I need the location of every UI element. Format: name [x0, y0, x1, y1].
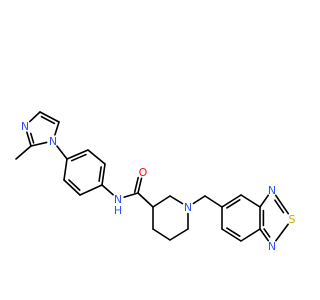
- bond-line: [137, 192, 154, 208]
- bond-line: [39, 111, 60, 123]
- double-bond: [66, 149, 89, 162]
- atom-label-o: O: [139, 166, 148, 179]
- atom-label-tn1: N: [268, 240, 276, 253]
- bond-line: [204, 195, 223, 208]
- bond-line: [101, 163, 106, 186]
- double-bond: [221, 227, 242, 242]
- single-bond: [137, 192, 154, 208]
- single-bond: [63, 158, 68, 181]
- single-bond: [30, 141, 48, 147]
- bond-line: [63, 158, 68, 181]
- bond-line: [28, 111, 41, 123]
- atom-hydrogen-label: H: [114, 204, 122, 217]
- bond-line: [15, 145, 32, 160]
- bond-line: [221, 194, 242, 208]
- single-bond: [169, 228, 189, 241]
- single-bond: [79, 184, 103, 196]
- bond-line: [30, 141, 48, 147]
- double-bond: [133, 176, 143, 194]
- bond-line: [240, 194, 261, 208]
- bond-line-secondary: [274, 199, 285, 214]
- atom-label-nh: N: [114, 193, 122, 206]
- bond-line-secondary: [40, 115, 56, 125]
- atom-label-in3: N: [21, 120, 29, 133]
- double-bond: [221, 194, 242, 209]
- single-bond: [28, 111, 41, 123]
- double-bond: [274, 194, 290, 215]
- bond-line-secondary: [68, 179, 81, 191]
- double-bond: [39, 111, 60, 125]
- bond-line: [66, 149, 89, 160]
- single-bond: [123, 192, 139, 198]
- bond-line: [274, 194, 290, 215]
- bond-line-secondary: [98, 166, 102, 182]
- single-bond: [56, 145, 68, 160]
- single-bond: [192, 195, 206, 205]
- single-bond: [152, 228, 171, 241]
- bond-line: [152, 228, 171, 241]
- single-bond: [152, 195, 171, 208]
- bond-line: [259, 194, 270, 208]
- single-bond: [101, 184, 114, 196]
- single-bond: [169, 195, 184, 205]
- single-bond: [204, 195, 223, 208]
- bond-line: [123, 192, 139, 198]
- atom-label-ts: S: [289, 213, 296, 226]
- bond-line: [79, 184, 103, 196]
- double-bond: [259, 206, 265, 230]
- bond-line: [54, 121, 60, 136]
- bond-line-secondary: [226, 227, 241, 238]
- atom-label-in1: N: [49, 135, 57, 148]
- bond-line-secondary: [226, 198, 241, 209]
- single-bond: [87, 149, 106, 165]
- single-bond: [240, 194, 261, 208]
- bond-line: [275, 223, 289, 242]
- bond-line: [259, 228, 270, 242]
- bond-line: [152, 195, 171, 208]
- bond-line: [26, 131, 32, 147]
- bond-line-secondary: [70, 153, 87, 162]
- bond-line: [169, 228, 189, 241]
- bond-line: [221, 228, 242, 242]
- double-bond: [98, 163, 106, 186]
- single-bond: [259, 194, 270, 208]
- bond-line: [101, 184, 114, 196]
- double-bond: [259, 228, 271, 242]
- bond-line-secondary: [133, 176, 139, 194]
- bond-line: [240, 228, 261, 242]
- single-bond: [54, 121, 60, 136]
- bond-line-secondary: [29, 132, 35, 144]
- bond-line: [169, 195, 184, 205]
- canvas-background: [0, 0, 300, 300]
- bond-line: [56, 145, 68, 160]
- bond-line-secondary: [263, 228, 271, 238]
- bond-line: [87, 149, 106, 165]
- single-bond: [15, 145, 32, 160]
- single-bond: [240, 228, 261, 242]
- double-bond: [26, 131, 35, 147]
- bond-line: [63, 179, 81, 196]
- bond-line: [192, 195, 206, 205]
- single-bond: [275, 223, 289, 242]
- atom-label-tn3: N: [268, 184, 276, 197]
- bond-line: [137, 177, 143, 194]
- atom-label-rn: N: [184, 201, 192, 214]
- double-bond: [63, 179, 81, 196]
- bond-layer: [15, 111, 290, 242]
